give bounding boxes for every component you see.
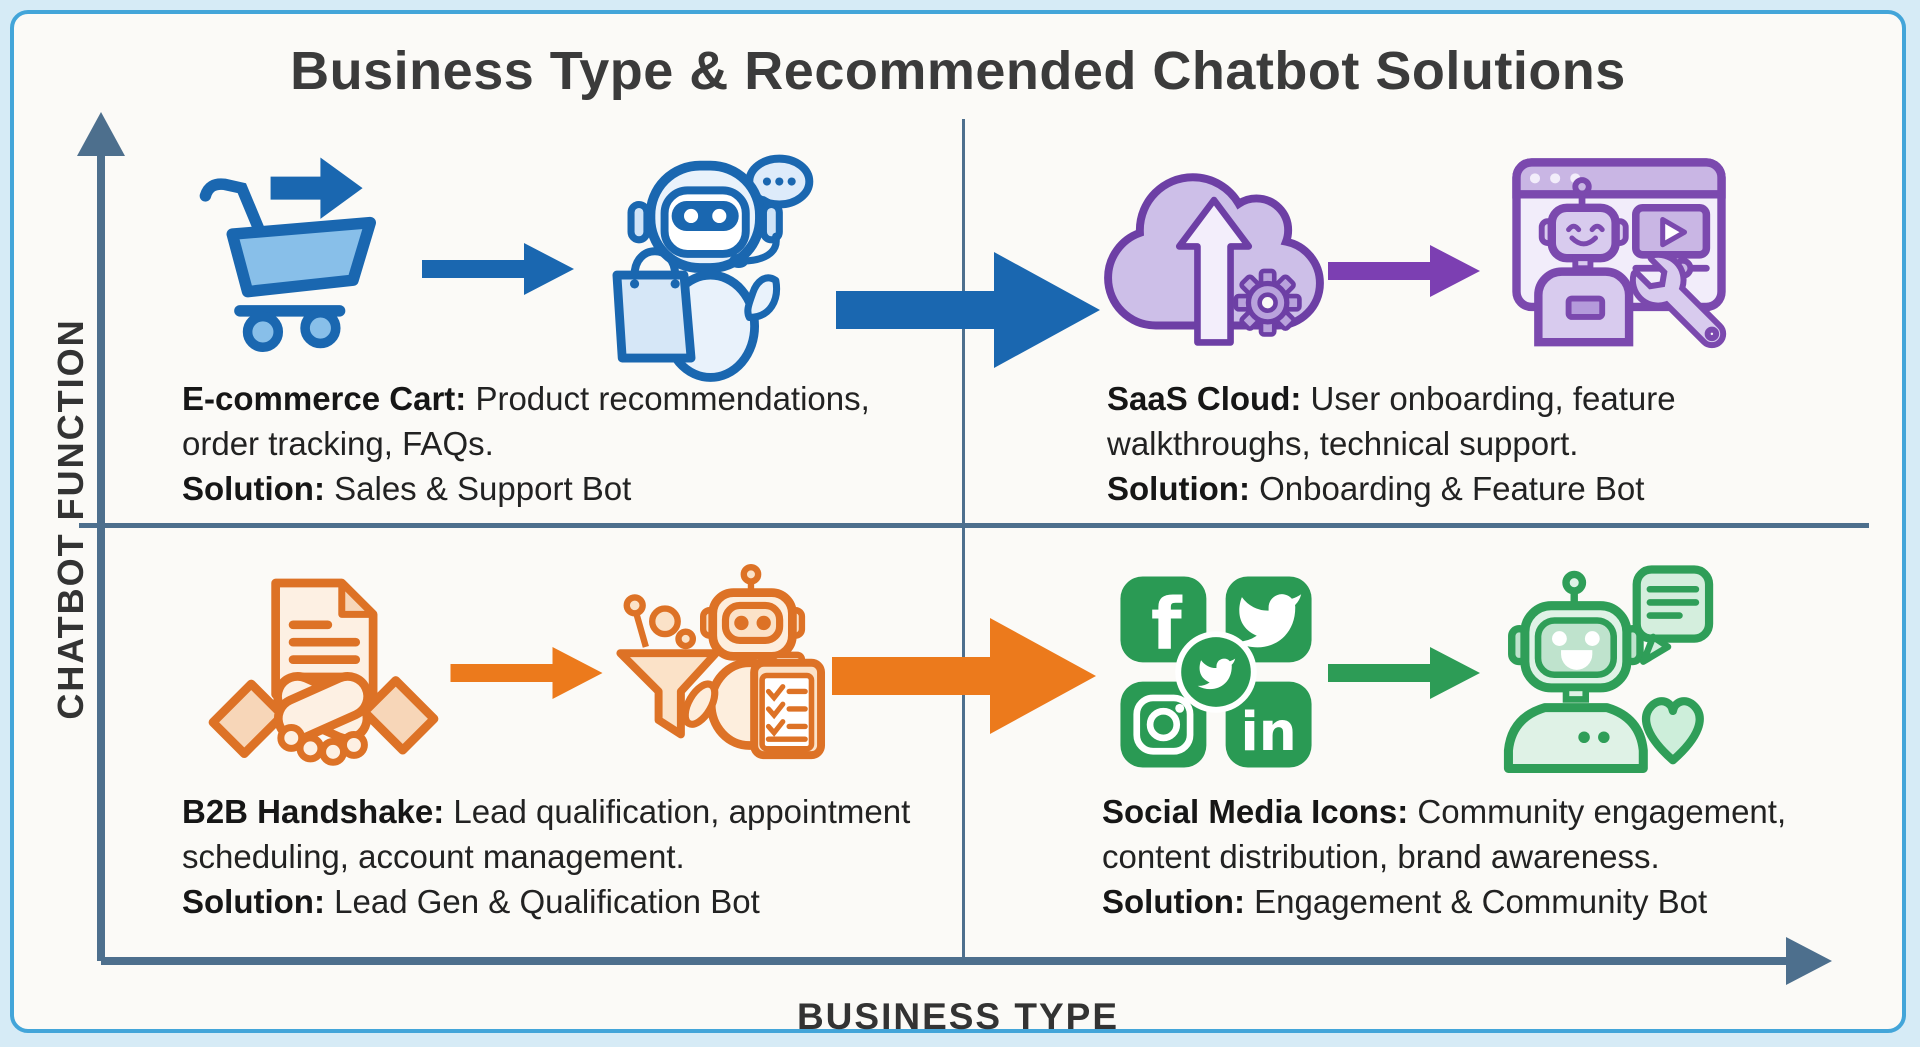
infographic-card: Business Type & Recommended Chatbot Solu… xyxy=(10,10,1906,1037)
green-flow-arrow-icon xyxy=(1328,647,1480,699)
ecommerce-heading: E-commerce Cart: xyxy=(182,380,467,417)
funnel-robot-icon xyxy=(616,564,826,760)
x-axis-arrowhead-icon xyxy=(1786,937,1832,985)
y-axis-line xyxy=(97,149,105,961)
saas-heading: SaaS Cloud: xyxy=(1107,380,1302,417)
facebook-icon xyxy=(1120,576,1207,663)
b2b-solution: Lead Gen & Qualification Bot xyxy=(324,883,760,920)
saas-solution: Onboarding & Feature Bot xyxy=(1249,470,1645,507)
cloud-upload-gear-icon xyxy=(1104,173,1324,346)
handshake-document-icon xyxy=(208,578,439,766)
quadrant-text-saas: SaaS Cloud: User onboarding, feature wal… xyxy=(1107,376,1869,511)
facebook-glyph: f xyxy=(1151,583,1183,666)
quadrant-text-ecommerce: E-commerce Cart: Product recommendations… xyxy=(182,376,924,511)
purple-flow-arrow-icon xyxy=(1328,245,1480,297)
quadrant-text-b2b: B2B Handshake: Lead qualification, appoi… xyxy=(182,789,914,924)
x-axis-label: BUSINESS TYPE xyxy=(796,996,1120,1037)
social-media-grid-icon: f in xyxy=(1120,576,1312,768)
social-solution: Engagement & Community Bot xyxy=(1244,883,1708,920)
quadrant-text-social: Social Media Icons: Community engagement… xyxy=(1102,789,1850,924)
orange-flow-arrow-icon xyxy=(450,647,603,699)
social-heading: Social Media Icons: xyxy=(1102,793,1409,830)
social-solution-label: Solution: xyxy=(1102,883,1245,920)
browser-robot-icon xyxy=(1512,158,1727,349)
linkedin-glyph: in xyxy=(1240,700,1296,763)
big-blue-arrow-icon xyxy=(836,252,1100,368)
big-orange-arrow-icon xyxy=(832,618,1096,734)
quadrant-top-left xyxy=(14,14,24,24)
x-axis-line xyxy=(101,957,1793,965)
ecommerce-solution: Sales & Support Bot xyxy=(324,470,632,507)
b2b-heading: B2B Handshake: xyxy=(182,793,445,830)
y-axis-label: CHATBOT FUNCTION xyxy=(50,318,91,720)
vertical-quadrant-divider xyxy=(962,119,965,959)
y-axis-arrowhead-icon xyxy=(77,112,125,156)
blue-flow-arrow-icon xyxy=(422,243,574,295)
social-description: Community engagement, content distributi… xyxy=(1102,793,1787,875)
heart-icon xyxy=(1641,697,1704,765)
ecommerce-solution-label: Solution: xyxy=(182,470,325,507)
saas-solution-label: Solution: xyxy=(1107,470,1250,507)
shopping-cart-icon xyxy=(199,157,376,353)
community-robot-icon xyxy=(1503,565,1714,774)
b2b-solution-label: Solution: xyxy=(182,883,325,920)
horizontal-quadrant-divider xyxy=(79,523,1869,528)
page-title: Business Type & Recommended Chatbot Solu… xyxy=(290,41,1626,101)
support-chatbot-icon xyxy=(612,154,814,382)
linkedin-icon xyxy=(1225,681,1312,768)
b2b-description: Lead qualification, appointment scheduli… xyxy=(182,793,911,875)
saas-description: User onboarding, feature walkthroughs, t… xyxy=(1107,380,1676,462)
ecommerce-description: Product recommendations, order tracking,… xyxy=(182,380,870,462)
